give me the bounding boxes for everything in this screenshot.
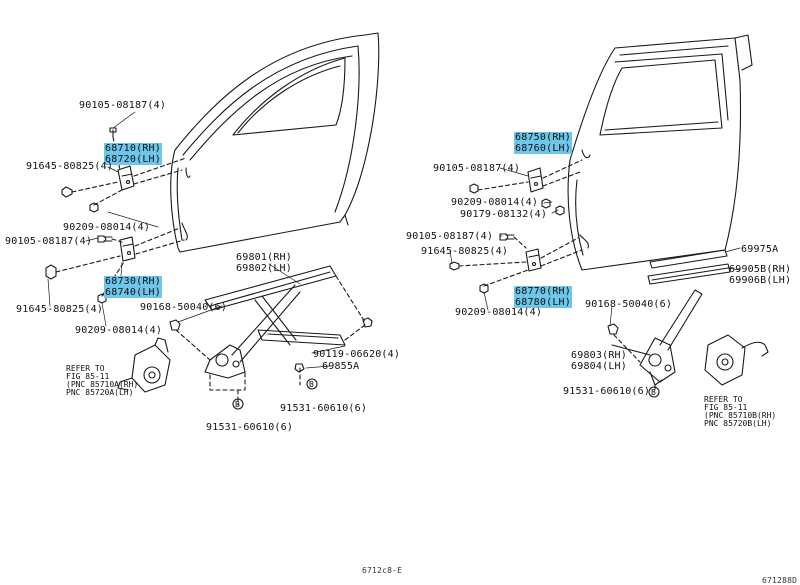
- front-lower-hinge: [119, 236, 136, 262]
- refer-right-line1: REFER TO: [704, 395, 743, 404]
- refer-left-line4: PNC 85720A(LH): [66, 388, 134, 397]
- label-90105-08187-right-mid: 90105-08187(4): [406, 231, 494, 242]
- label-68750: 68750(RH): [514, 132, 572, 143]
- rear-upper-hinge: [527, 167, 544, 193]
- rear-regulator-leaders: [613, 334, 656, 393]
- label-91531-60610-right: 91531-60610(6): [563, 386, 651, 397]
- marker-b-left-a: B: [309, 380, 314, 389]
- highlight-68780: 68780(LH): [514, 297, 572, 308]
- label-68730: 68730(RH): [104, 276, 162, 287]
- label-91531-60610-left-b: 91531-60610(6): [206, 422, 294, 433]
- label-69855a: 69855A: [322, 361, 360, 372]
- refer-left-line2: FIG 85-11: [66, 372, 110, 381]
- label-leaders: [47, 111, 741, 369]
- highlight-68710: 68710(RH): [104, 143, 162, 154]
- label-68740: 68740(LH): [104, 287, 162, 298]
- label-69803: 69803(RH): [571, 350, 627, 361]
- label-90209-08014-left-top: 90209-08014(4): [63, 222, 151, 233]
- label-91531-60610-left-a: 91531-60610(6): [280, 403, 368, 414]
- rear-door-outline: [567, 34, 753, 271]
- front-regulator-leaders: [175, 275, 366, 406]
- highlight-68770: 68770(RH): [514, 286, 572, 297]
- label-68780: 68780(LH): [514, 297, 572, 308]
- highlight-68730: 68730(RH): [104, 276, 162, 287]
- label-91645-80825-left-top: 91645-80825(4): [26, 161, 114, 172]
- rear-regulator-fasteners: [607, 323, 619, 335]
- label-91645-80825-right: 91645-80825(4): [421, 246, 509, 257]
- marker-circles: [232, 378, 660, 410]
- label-69906b: 69906B(LH): [729, 275, 792, 286]
- footer-center-code: 6712c8-E: [362, 566, 403, 575]
- label-90209-08014-left-bot: 90209-08014(4): [75, 325, 163, 336]
- rear-motor: [704, 334, 769, 386]
- bolt-symbols: [45, 186, 113, 304]
- rear-channel-strips: [647, 249, 731, 285]
- label-90105-08187-left-mid: 90105-08187(4): [5, 236, 93, 247]
- marker-b-right: B: [651, 388, 656, 397]
- label-90119-06620: 90119-06620(4): [313, 349, 401, 360]
- label-69802: 69802(LH): [236, 263, 292, 274]
- highlight-68740: 68740(LH): [104, 287, 162, 298]
- rear-window-regulator: [611, 289, 703, 386]
- label-90209-08014-right-bot: 90209-08014(4): [455, 307, 543, 318]
- rear-bolt-symbols: [449, 183, 565, 294]
- label-69801: 69801(RH): [236, 252, 292, 263]
- highlight-68720: 68720(LH): [104, 154, 162, 165]
- label-69975a: 69975A: [741, 244, 779, 255]
- refer-right-line2: FIG 85-11: [704, 403, 748, 412]
- refer-right-line3: (PNC 85710B(RH): [704, 411, 777, 420]
- refer-left-line3: (PNC 85710A(RH): [66, 380, 139, 389]
- label-91645-80825-left-bot: 91645-80825(4): [16, 304, 104, 315]
- label-68720: 68720(LH): [104, 154, 162, 165]
- footer-figure-code: 671288D: [762, 576, 798, 585]
- front-window-regulator: [204, 265, 346, 379]
- rear-hinge-leaders: [458, 159, 583, 287]
- label-69804: 69804(LH): [571, 361, 627, 372]
- front-door-outline: [170, 32, 380, 253]
- label-90179-08132: 90179-08132(4): [460, 209, 548, 220]
- label-90168-50040-left: 90168-50040(6): [140, 302, 228, 313]
- highlight-68750: 68750(RH): [514, 132, 572, 143]
- label-90209-08014-right-top: 90209-08014(4): [451, 197, 539, 208]
- label-68760: 68760(LH): [514, 143, 572, 154]
- label-68710: 68710(RH): [104, 143, 162, 154]
- highlight-68760: 68760(LH): [514, 143, 572, 154]
- rear-lower-hinge: [525, 248, 542, 272]
- label-90105-08187-left-top: 90105-08187(4): [79, 100, 167, 111]
- front-upper-hinge: [109, 127, 135, 191]
- refer-left-line1: REFER TO: [66, 364, 105, 373]
- label-69905b: 69905B(RH): [729, 264, 792, 275]
- refer-right-line4: PNC 85720B(LH): [704, 419, 772, 428]
- marker-b-left-b: B: [235, 400, 240, 409]
- front-regulator-fasteners: [169, 317, 373, 373]
- label-90105-08187-right-top: 90105-08187(4): [433, 163, 521, 174]
- front-motor: [117, 337, 171, 393]
- label-90168-50040-right: 90168-50040(6): [585, 299, 673, 310]
- label-68770: 68770(RH): [514, 286, 572, 297]
